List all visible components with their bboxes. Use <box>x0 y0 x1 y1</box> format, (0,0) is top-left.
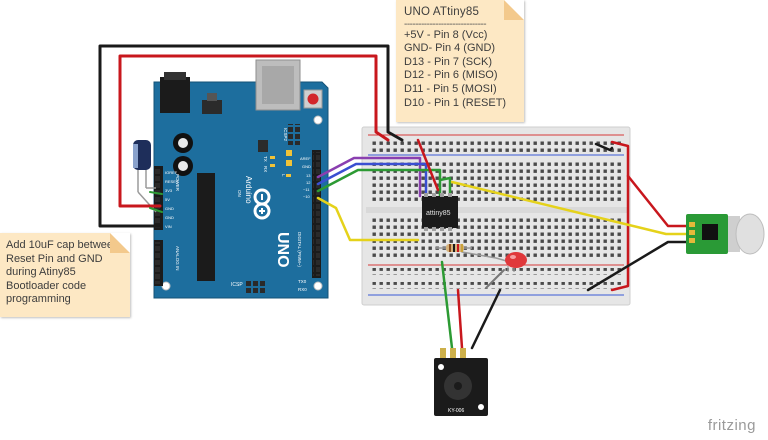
arduino-model-text: UNO <box>274 232 291 268</box>
aref-label: AREF <box>300 156 311 161</box>
power-pin-label: 3V3 <box>165 188 173 193</box>
wire-purple-d13 <box>316 156 422 198</box>
wire-black-sensor <box>586 240 688 292</box>
attiny85-label: attiny85 <box>426 210 451 217</box>
arduino-uno-board: Arduino UNO DIGITAL (PWM~) POWER ANALOG … <box>153 59 329 299</box>
buzzer-module: KY-006 <box>434 348 488 416</box>
wire-red-jumper <box>416 138 440 192</box>
led-l-label: L <box>281 174 286 177</box>
wire-green-d11 <box>316 168 442 198</box>
pin-mapping-line: D12 - Pin 6 (MISO) <box>404 69 498 82</box>
on-label: ON <box>237 190 242 197</box>
capacitor-note-line: Reset Pin and GND <box>6 252 103 265</box>
icsp2-header <box>288 124 302 145</box>
digital-header-text: DIGITAL (PWM~) <box>297 232 302 267</box>
wire-green-cap2 <box>149 207 163 213</box>
gnd-label: GND <box>302 164 311 169</box>
breadboard <box>361 126 631 306</box>
arduino-brand-text: Arduino <box>244 176 253 204</box>
led-tx <box>270 156 275 159</box>
icsp-header <box>246 281 267 295</box>
power-pin-label: IOREF <box>165 170 178 175</box>
power-pin-label: RESET <box>165 179 179 184</box>
pin13-label: 13 <box>306 173 311 178</box>
capacitor-note-line: during Atiny85 <box>6 266 76 278</box>
red-led <box>505 252 527 272</box>
pin10-label: ~10 <box>303 194 311 199</box>
wire-yellow-sensor <box>450 180 688 236</box>
power-pin-label: GND <box>165 206 174 211</box>
pin-mapping-line: D13 - Pin 7 (SCK) <box>404 55 493 68</box>
pin-mapping-line: GND- Pin 4 (GND) <box>404 42 496 55</box>
fritzing-watermark: fritzing <box>707 417 756 434</box>
arduino-logo <box>253 188 271 220</box>
wire-green-buzzer <box>440 260 454 350</box>
wire-black-rail-right <box>594 142 614 152</box>
led-rx <box>270 164 275 167</box>
atmega-chip <box>197 173 215 281</box>
capacitor-note: Add 10uF cap between Reset Pin and GND d… <box>0 233 130 317</box>
attiny85-chip: attiny85 <box>422 193 458 231</box>
resistor <box>436 244 472 252</box>
pin-mapping-line: D10 - Pin 1 (RESET) <box>404 96 507 109</box>
pin12-label: 12 <box>306 180 311 185</box>
wire-red-sensor <box>626 174 688 228</box>
power-pin-label: VIN <box>165 224 172 229</box>
pin-mapping-note: UNO ATtiny85 ---------------------------… <box>396 0 524 122</box>
rx-label: RX <box>263 166 268 172</box>
icsp2-label: ICSP2 <box>283 128 288 142</box>
tx-label: TX <box>263 156 268 162</box>
note-fold <box>504 0 524 20</box>
wires <box>98 44 688 350</box>
capacitor-note-line: Bootloader code <box>6 279 87 292</box>
pin-mapping-line: D11 - Pin 5 (MOSI) <box>404 82 497 95</box>
note-fold <box>110 233 130 253</box>
capacitor-note-line: programming <box>6 293 71 305</box>
wire-green-d11b <box>438 176 452 198</box>
note-separator: ----------------------------- <box>404 18 487 30</box>
wire-blue-d12 <box>316 162 428 198</box>
wire-black-gnd <box>98 44 404 228</box>
power-pin-label: GND <box>165 215 174 220</box>
power-pin-labels: IOREF RESET 3V3 5V GND GND VIN <box>165 170 179 229</box>
wire-red-buzzer <box>456 288 464 350</box>
sensor-label: KY-006 <box>448 408 464 414</box>
wire-black-buzzer <box>470 288 502 350</box>
wire-yellow-d10 <box>316 196 420 242</box>
sensor-module <box>686 213 765 255</box>
rxi-label: RX0 <box>298 287 307 292</box>
capacitor-note-line: Add 10uF cap between <box>6 239 120 251</box>
wire-red-5v <box>118 54 390 208</box>
pin11-label: ~11 <box>303 187 310 192</box>
power-header-text: POWER <box>175 174 180 192</box>
wire-red-rail-right <box>610 140 630 292</box>
electrolytic-capacitor <box>133 140 157 213</box>
power-pin-label: 5V <box>165 197 170 202</box>
icsp-label: ICSP <box>231 282 243 288</box>
power-jack <box>160 77 190 113</box>
wire-black-led <box>485 269 505 289</box>
pin-mapping-line: +5V - Pin 8 (Vcc) <box>404 28 488 41</box>
led-l <box>286 174 291 177</box>
note-title: UNO ATtiny85 <box>404 6 480 18</box>
txo-label: TX0 <box>298 279 307 284</box>
wire-green-cap <box>149 191 163 195</box>
analog-header-text: ANALOG IN <box>175 246 180 271</box>
